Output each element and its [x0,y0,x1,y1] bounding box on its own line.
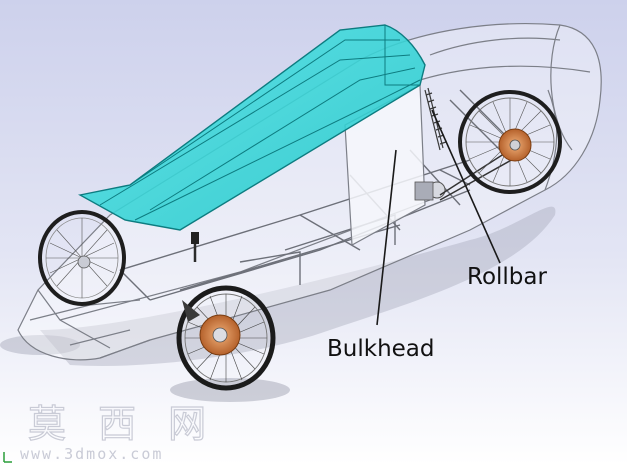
rear-wheel [458,90,562,194]
rollbar-leader-line [431,109,501,264]
canopy [77,24,426,231]
front-right-wheel [176,285,276,391]
front-left-wheel [38,210,126,306]
watermark-url: www.3dmox.com [20,445,163,463]
bulkhead-label: Bulkhead [327,336,435,362]
ground-shadow [40,206,556,366]
watermark-cn: 莫 西 网 [28,402,216,446]
bulkhead-leader-line [376,149,397,326]
rollbar-label: Rollbar [467,264,547,290]
seat-posts [191,232,199,262]
axis-triad-icon [3,452,12,463]
front-wheel-shadow [0,335,80,355]
